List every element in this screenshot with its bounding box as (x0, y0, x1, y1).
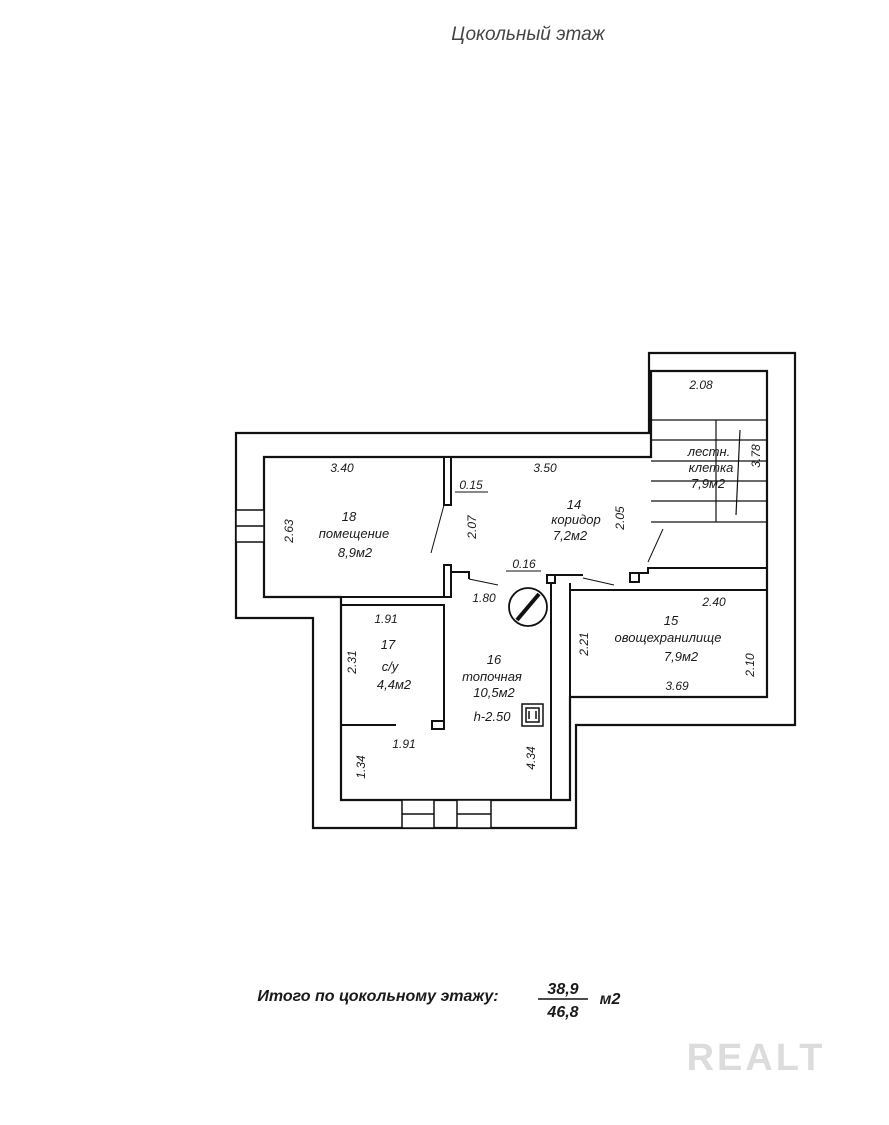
room-16-area: 10,5м2 (473, 685, 515, 700)
room-18-name: помещение (319, 526, 389, 541)
room-14-name: коридор (551, 512, 600, 527)
dim-partition2: 0.16 (512, 557, 536, 571)
boiler-icon (508, 587, 548, 627)
stair-name-2: клетка (689, 460, 734, 475)
room-16-number: 16 (487, 652, 502, 667)
stair-area: 7,9м2 (691, 476, 726, 491)
dim-room15-depth-right: 2.10 (743, 653, 757, 678)
dim-partition: 0.15 (459, 478, 483, 492)
dim-room16-width-top: 1.80 (472, 591, 496, 605)
window-bottom (401, 799, 492, 829)
stove-icon (521, 703, 544, 727)
dim-room18-width: 3.40 (330, 461, 354, 475)
plan-title: Цокольный этаж (451, 24, 605, 45)
window-left (235, 509, 265, 543)
total-denominator: 46,8 (546, 1004, 578, 1021)
room-17-name: с/у (382, 659, 400, 674)
dim-room17-width-bottom: 1.91 (392, 737, 415, 751)
room-17-area: 4,4м2 (377, 677, 412, 692)
room-18-number: 18 (342, 509, 357, 524)
dim-room18-depth: 2.63 (282, 519, 296, 544)
dim-room15-depth-left: 2.21 (577, 632, 591, 656)
dim-corridor-width: 3.50 (533, 461, 557, 475)
room-16-name: топочная (462, 669, 522, 684)
watermark-logo: REALT (687, 1037, 826, 1079)
stairs (651, 419, 767, 523)
room-15-area: 7,9м2 (664, 649, 699, 664)
room-18-area: 8,9м2 (338, 545, 373, 560)
dim-room16-depth: 4.34 (524, 746, 538, 770)
room-15-name: овощехранилище (615, 630, 722, 645)
total-unit: м2 (600, 991, 621, 1008)
dim-stair-length: 3.78 (749, 444, 763, 468)
room-15-number: 15 (664, 613, 679, 628)
dim-room17-depth: 2.31 (345, 650, 359, 674)
dim-room17-width-top: 1.91 (374, 612, 397, 626)
dim-room15-width-bottom: 3.69 (665, 679, 689, 693)
interior-walls (264, 456, 767, 800)
room-17-number: 17 (381, 637, 396, 652)
stair-name-1: лестн. (687, 444, 731, 459)
total-numerator: 38,9 (547, 981, 578, 998)
dim-stair-width: 2.08 (688, 378, 713, 392)
dim-room15-width-top: 2.40 (701, 595, 726, 609)
room-14-area: 7,2м2 (553, 528, 588, 543)
dim-corridor-depth-left: 2.07 (465, 514, 479, 540)
total-label: Итого по цокольному этажу: (257, 988, 498, 1005)
ceiling-height: h-2.50 (474, 709, 512, 724)
dim-corridor-depth-right: 2.05 (613, 506, 627, 531)
room-14-number: 14 (567, 497, 581, 512)
dim-lower-depth: 1.34 (354, 755, 368, 779)
